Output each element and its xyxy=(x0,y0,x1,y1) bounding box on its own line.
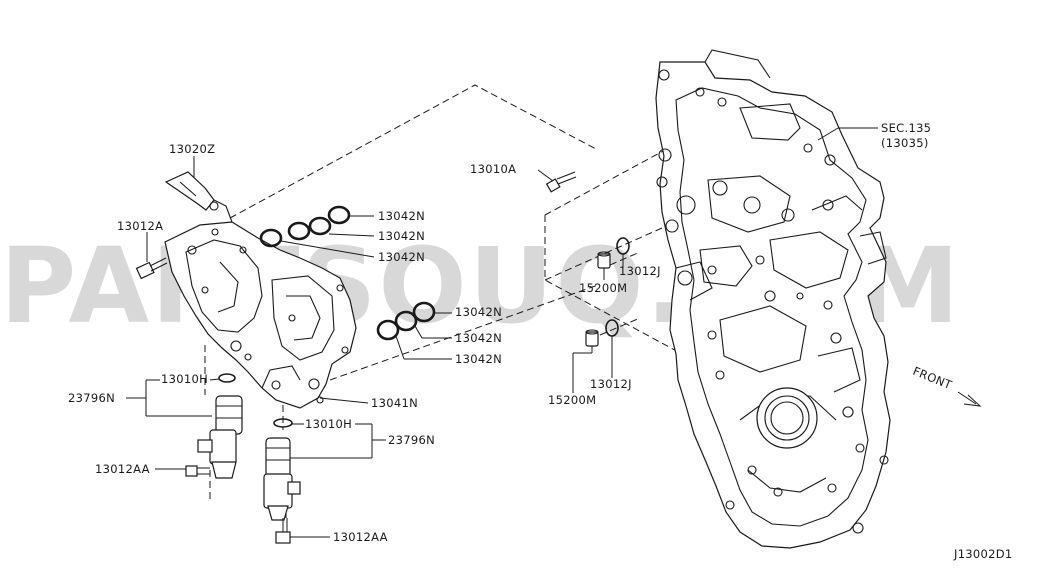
callout-13042n-2: 13042N xyxy=(378,229,425,243)
callout-13012a: 13012A xyxy=(117,219,163,233)
o-ring-13010h-lower xyxy=(273,418,293,428)
callout-15200m-1: 15200M xyxy=(579,281,627,295)
callout-13042n-6: 13042N xyxy=(455,352,502,366)
diagram-code: J13002D1 xyxy=(953,547,1013,561)
solenoid-valve-upper xyxy=(197,395,243,479)
callout-13010a: 13010A xyxy=(470,162,516,176)
bolt-13010a xyxy=(545,171,577,193)
callout-13010h-1: 13010H xyxy=(161,372,208,386)
leader-lines xyxy=(126,127,878,538)
callout-13010h-2: 13010H xyxy=(305,417,352,431)
solenoid-valve-lower xyxy=(263,437,301,521)
callout-13020z: 13020Z xyxy=(169,142,215,156)
callout-13041n: 13041N xyxy=(371,396,418,410)
bolt-13012aa-upper xyxy=(185,465,210,477)
section-reference-sub: (13035) xyxy=(881,136,929,150)
vtc-cover-assembly xyxy=(164,199,357,409)
plug-15200m-upper xyxy=(597,251,611,269)
callout-15200m-2: 15200M xyxy=(548,393,596,407)
front-cover-housing xyxy=(655,49,891,549)
callout-labels: 13020Z 13012A 13042N 13042N 13042N 13042… xyxy=(68,121,1013,561)
callout-13012aa-2: 13012AA xyxy=(333,530,388,544)
callout-13042n-3: 13042N xyxy=(378,250,425,264)
callout-13042n-5: 13042N xyxy=(455,331,502,345)
bolt-13012a xyxy=(135,257,168,280)
o-rings-lower xyxy=(376,301,436,341)
plug-15200m-lower xyxy=(585,329,599,347)
front-arrow-icon xyxy=(957,391,982,407)
bolt-13012aa-lower xyxy=(275,518,291,544)
callout-23796n-1: 23796N xyxy=(68,391,115,405)
section-reference: SEC.135 xyxy=(881,121,931,135)
callout-23796n-2: 23796N xyxy=(388,433,435,447)
callout-13042n-4: 13042N xyxy=(455,305,502,319)
o-rings-upper xyxy=(259,205,351,248)
front-label: FRONT xyxy=(911,364,955,393)
callout-13012j-2: 13012J xyxy=(590,377,632,391)
bracket-13020z xyxy=(164,171,219,211)
o-ring-13010h-upper xyxy=(218,373,236,383)
callout-13042n-1: 13042N xyxy=(378,209,425,223)
callout-13012j-1: 13012J xyxy=(619,264,661,278)
callout-13012aa-1: 13012AA xyxy=(95,462,150,476)
